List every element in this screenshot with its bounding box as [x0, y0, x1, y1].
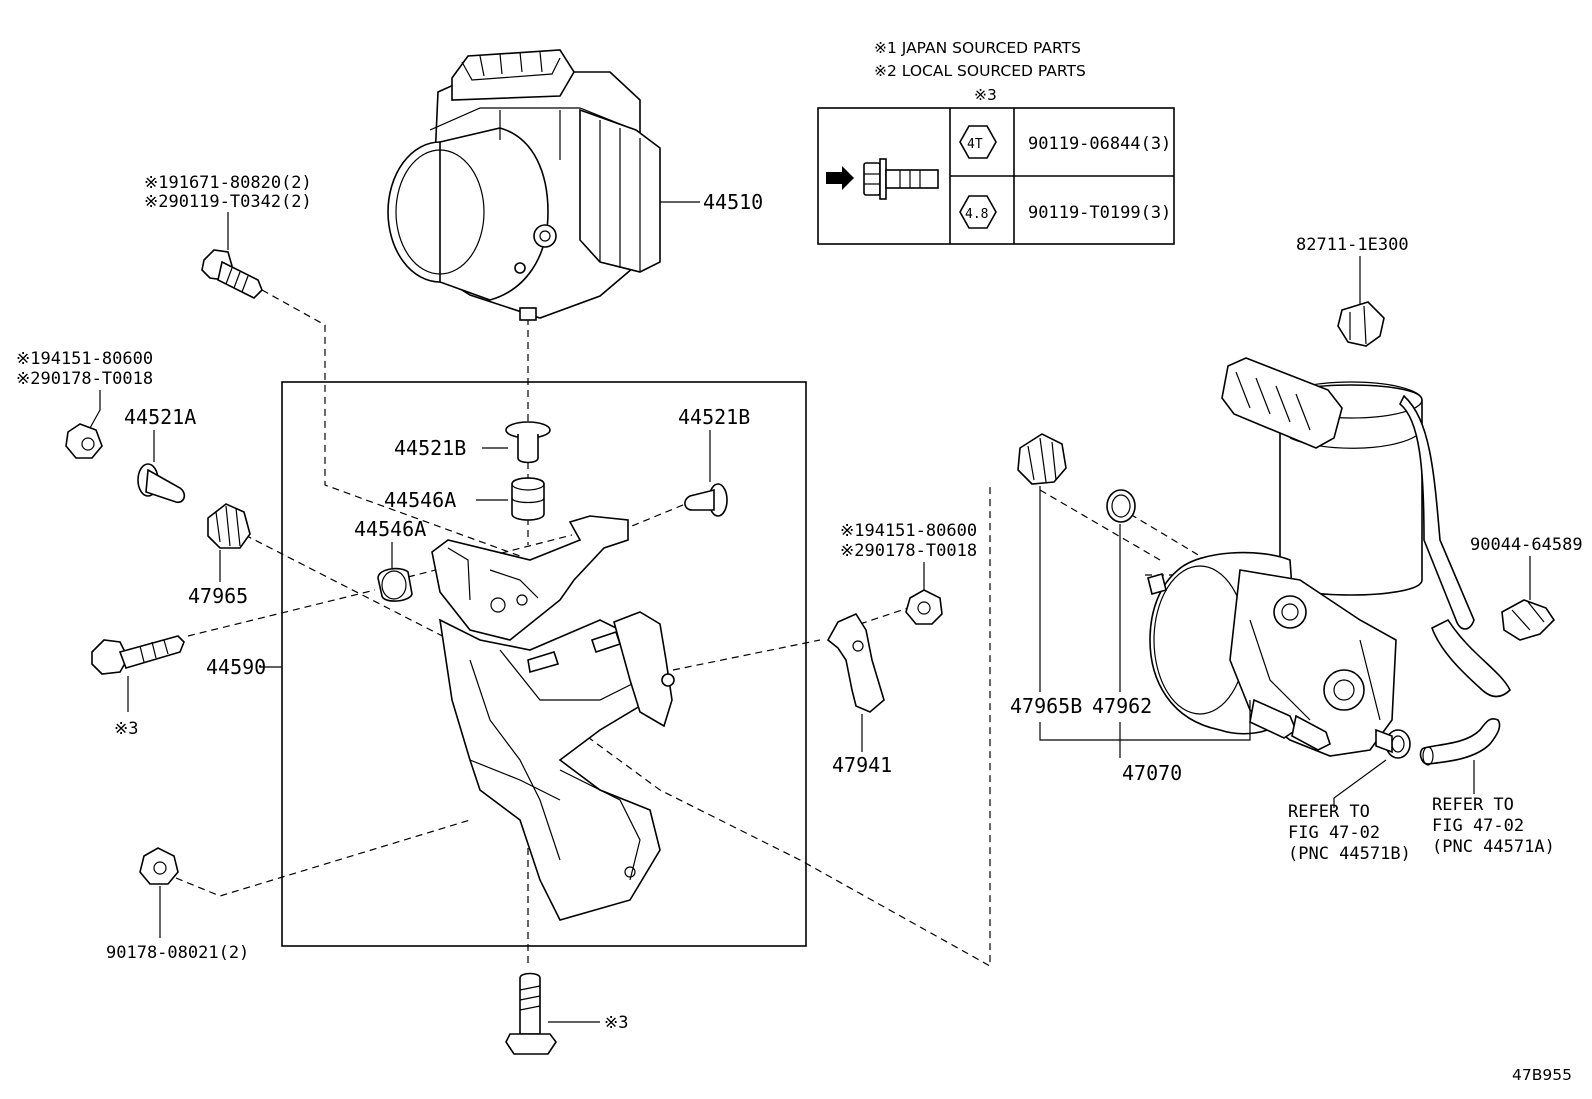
bolt-grade-4t: 4T — [967, 137, 983, 152]
label-44590: 44590 — [206, 655, 266, 679]
label-82711-1e300: 82711-1E300 — [1296, 235, 1409, 255]
label-ref3-bottom: ※3 — [604, 1013, 628, 1033]
collar-44521b-center-icon — [505, 421, 551, 464]
clip-90044-icon — [1501, 599, 1556, 641]
arrow-right-icon — [826, 166, 854, 190]
label-90044-64589: 90044-64589 — [1470, 535, 1583, 555]
label-47941: 47941 — [832, 753, 892, 777]
seal-ring-47962-icon — [1106, 489, 1136, 523]
abs-actuator — [387, 49, 661, 321]
bracket-bolt-left-icon — [91, 635, 185, 675]
label-94151-left-japan: ※194151-80600 — [16, 349, 153, 369]
label-47070: 47070 — [1122, 761, 1182, 785]
pump-motor-assembly — [1147, 357, 1511, 757]
bolt-grade-48: 4.8 — [965, 207, 988, 222]
label-44546a-top: 44546A — [384, 488, 456, 512]
bushing-44546a-mid-icon — [377, 567, 413, 602]
label-90178-left-local: ※290178-T0018 — [16, 369, 153, 389]
label-44546a-mid: 44546A — [354, 517, 426, 541]
refer-a-line1: REFER TO — [1432, 795, 1514, 815]
refer-b-line2: FIG 47-02 — [1288, 823, 1380, 843]
label-47962: 47962 — [1092, 694, 1152, 718]
label-47965: 47965 — [188, 584, 248, 608]
cap-47965b-icon — [1017, 433, 1067, 485]
label-90119-local: ※290119-T0342(2) — [144, 192, 312, 212]
bushing-44546a-center-icon — [511, 477, 545, 521]
label-ref3-left: ※3 — [114, 719, 138, 739]
collar-44521b-right-icon — [684, 483, 728, 517]
note-japan-sourced: ※1 JAPAN SOURCED PARTS — [874, 39, 1081, 57]
label-90178-right-local: ※290178-T0018 — [840, 541, 977, 561]
label-94151-right-japan: ※194151-80600 — [840, 521, 977, 541]
bolt-part-number-1: 90119-06844(3) — [1028, 134, 1171, 154]
label-44510: 44510 — [703, 190, 763, 214]
hose-icon — [1419, 717, 1501, 766]
refer-a-line3: (PNC 44571A) — [1432, 837, 1555, 857]
refer-b-line3: (PNC 44571B) — [1288, 844, 1411, 864]
clamp-47941-icon — [826, 612, 885, 713]
bolt-table-title: ※3 — [974, 86, 997, 104]
label-91671-japan: ※191671-80820(2) — [144, 173, 312, 193]
bracket-bolt-bottom-icon — [505, 972, 557, 1055]
bolt-grade-4t-icon: 4T — [959, 125, 997, 159]
note-local-sourced: ※2 LOCAL SOURCED PARTS — [874, 62, 1086, 80]
connector-82711-icon — [1337, 301, 1385, 347]
bolt-part-number-2: 90119-T0199(3) — [1028, 203, 1171, 223]
label-90178-08021: 90178-08021(2) — [106, 943, 249, 963]
label-47965b: 47965B — [1010, 694, 1082, 718]
bolt-grade-48-icon: 4.8 — [959, 195, 997, 229]
bolt-table: 4T 90119-06844(3) 4.8 90119-T0199(3) — [817, 107, 1175, 245]
illustration-code: 47B955 — [1512, 1066, 1572, 1084]
cap-47965-icon — [207, 503, 251, 549]
refer-b-line1: REFER TO — [1288, 802, 1370, 822]
nut-left-icon — [65, 423, 103, 459]
bolt-icon — [863, 158, 939, 200]
label-44521a: 44521A — [124, 405, 196, 429]
hose-clamp-icon — [1375, 728, 1411, 759]
assembly-lines — [175, 289, 1241, 968]
label-44521b-right: 44521B — [678, 405, 750, 429]
actuator-bracket — [431, 515, 675, 921]
collar-44521a-icon — [137, 463, 186, 504]
refer-a-line2: FIG 47-02 — [1432, 816, 1524, 836]
nut-90178-icon — [139, 847, 179, 885]
label-44521b-center: 44521B — [394, 436, 466, 460]
flange-bolt-icon — [201, 249, 263, 299]
nut-right-icon — [905, 589, 943, 625]
bracket-assembly-frame — [281, 381, 807, 947]
